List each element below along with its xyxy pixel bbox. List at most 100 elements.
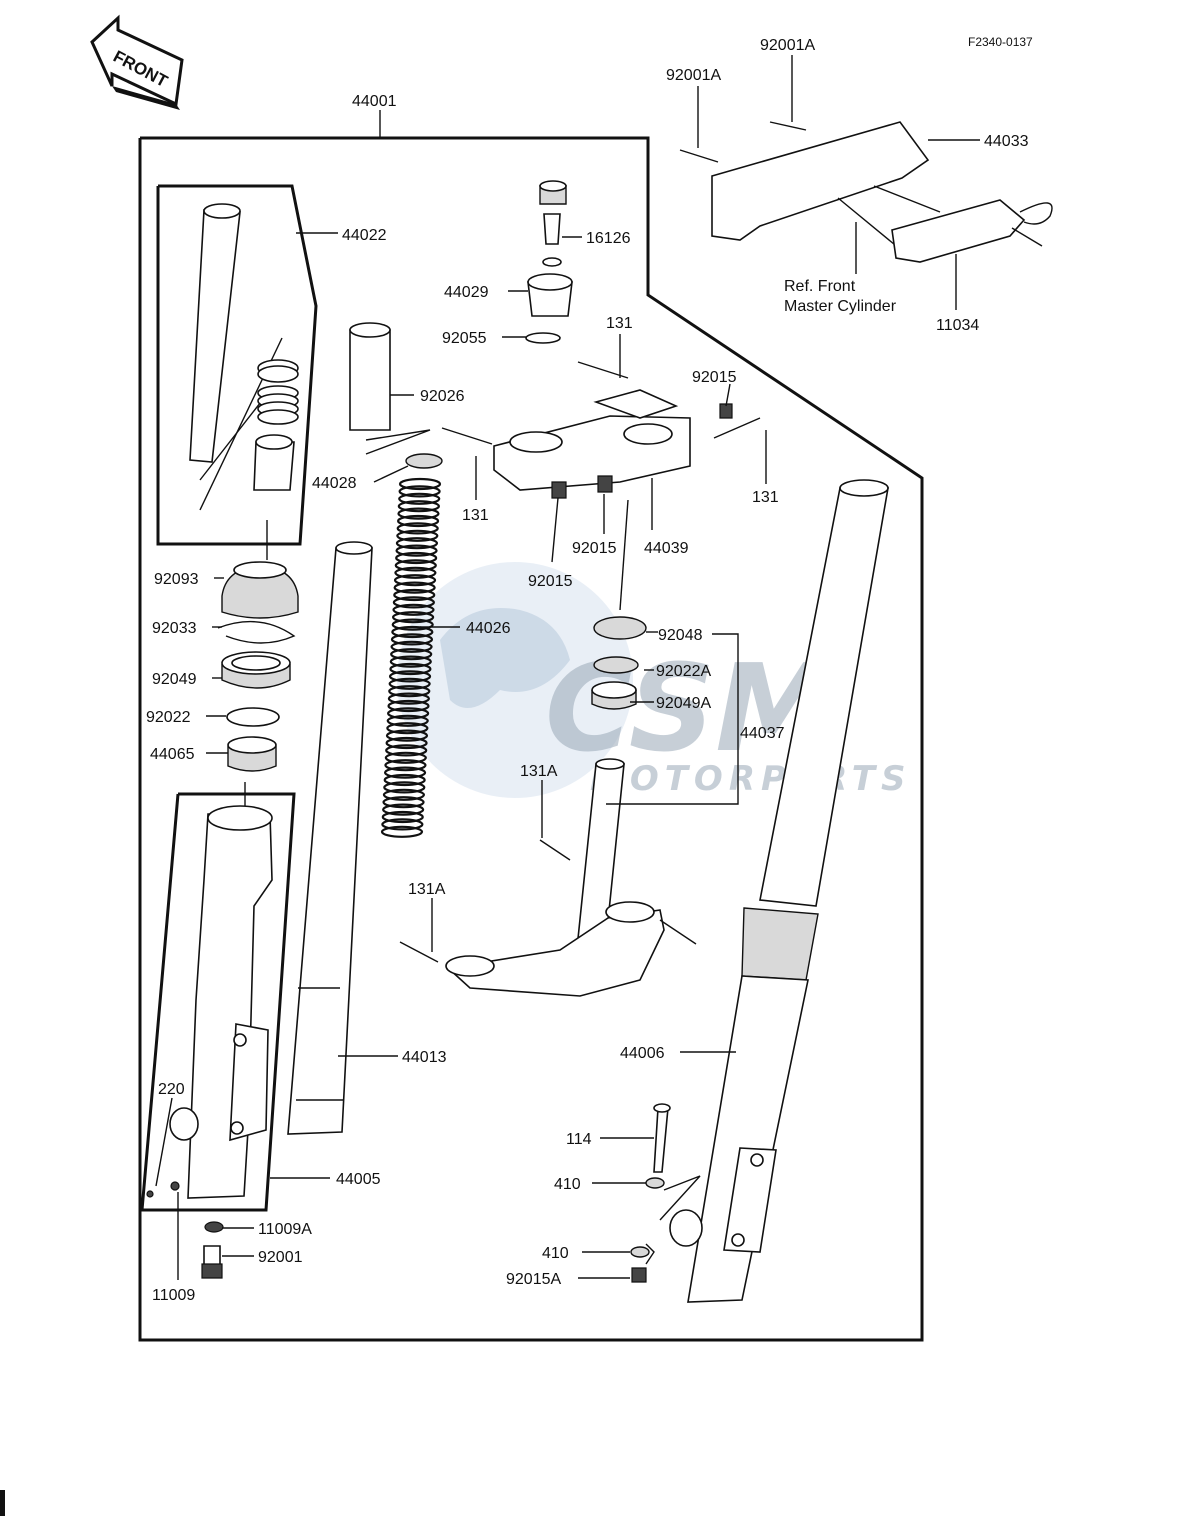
spring-coil: [398, 492, 441, 505]
spring-coil: [393, 581, 436, 594]
label-44022: 44022: [342, 227, 387, 244]
part-labels: 44001 92001A 92001A 44033 44022 16126 44…: [146, 37, 1029, 1304]
assembly-outline: [138, 136, 924, 1342]
label-220: 220: [158, 1081, 185, 1098]
inner-tube-subbox: [156, 184, 318, 546]
label-92049: 92049: [152, 671, 197, 688]
part-cap-assembly: [525, 180, 573, 344]
label-410-upper: 410: [554, 1176, 581, 1193]
watermark: CSM MOTORPARTS: [397, 562, 911, 799]
spring-coil: [384, 751, 427, 764]
spring-coil: [385, 744, 428, 757]
spring-coil: [382, 796, 425, 809]
spring-coil: [396, 514, 440, 528]
spring-coil: [398, 477, 442, 491]
label-92015-low: 92015: [528, 573, 573, 590]
spring-coil: [385, 729, 429, 742]
spring-coil: [383, 766, 427, 779]
spring-coil: [383, 773, 426, 787]
diagram-code: F2340-0137: [968, 35, 1033, 49]
part-rings-stack: [253, 359, 299, 491]
label-92026: 92026: [420, 388, 465, 405]
spring-coil: [392, 611, 435, 624]
part-44026: [380, 477, 442, 838]
spring-coil: [398, 485, 441, 498]
part-44039: [441, 361, 761, 499]
spring-coil: [392, 603, 435, 616]
spring-coil: [382, 788, 426, 801]
label-92022a: 92022A: [656, 663, 711, 680]
front-arrow-icon: FRONT: [90, 14, 184, 110]
spring-coil: [394, 559, 437, 572]
part-44028: [405, 453, 443, 469]
spring-coil: [386, 714, 429, 727]
label-131-left: 131: [462, 507, 489, 524]
spring-coil: [391, 618, 434, 631]
label-92055: 92055: [442, 330, 487, 347]
spring-coil: [380, 825, 424, 838]
spring-coil: [389, 655, 432, 668]
label-92049a: 92049A: [656, 695, 711, 712]
part-lower-bracket: [399, 758, 697, 997]
part-11034: [891, 199, 1053, 263]
spring-coil: [390, 648, 433, 661]
spring-coil: [389, 662, 432, 676]
spring-coil: [392, 596, 435, 609]
label-44001: 44001: [352, 93, 397, 110]
part-92022: [226, 707, 280, 727]
spring-coil: [394, 566, 437, 579]
label-131a-lower: 131A: [408, 881, 446, 898]
spring-coil: [390, 633, 434, 646]
part-44005: [146, 805, 273, 1199]
label-131a-upper: 131A: [520, 763, 558, 780]
label-131-right: 131: [752, 489, 779, 506]
spring-coil: [395, 551, 438, 565]
label-92022: 92022: [146, 709, 191, 726]
part-92033: [217, 620, 296, 644]
spring-coil: [390, 640, 433, 653]
spring-coil: [396, 529, 439, 542]
label-11009a: 11009A: [258, 1221, 312, 1238]
spring-coil: [395, 544, 438, 557]
spring-coil: [391, 625, 434, 639]
outer-tube-subbox: [140, 792, 296, 1212]
label-44026: 44026: [466, 620, 511, 637]
spring-coil: [385, 736, 428, 750]
label-92033: 92033: [152, 620, 197, 637]
spring-coil: [381, 810, 424, 824]
spring-coil: [384, 759, 427, 772]
spring-coil: [383, 781, 426, 794]
part-44037-seals: [591, 499, 647, 710]
label-131-top: 131: [606, 315, 633, 332]
spring-coil: [395, 537, 439, 550]
spring-coil: [387, 707, 430, 720]
watermark-brand: CSM: [545, 640, 835, 779]
label-16126: 16126: [586, 230, 631, 247]
spring-coil: [396, 522, 439, 535]
spring-coil: [393, 574, 437, 587]
spring-coil: [387, 699, 430, 713]
label-92093: 92093: [154, 571, 199, 588]
part-44065: [227, 736, 277, 772]
spring-coil: [387, 692, 430, 705]
label-114: 114: [566, 1131, 592, 1148]
label-92015-top: 92015: [692, 369, 737, 386]
part-92001-bolt: [201, 1221, 224, 1279]
spring-coil: [386, 722, 429, 735]
part-44006: [669, 479, 889, 1303]
reference-line1: Ref. Front: [784, 278, 856, 295]
label-44005: 44005: [336, 1171, 381, 1188]
watermark-sub: MOTORPARTS: [590, 759, 911, 799]
part-axle-clamp-hardware: [630, 1103, 671, 1283]
spring-coil: [397, 507, 440, 520]
spring-coil: [393, 588, 436, 602]
label-44033: 44033: [984, 133, 1029, 150]
label-92048: 92048: [658, 627, 703, 644]
label-11034: 11034: [936, 317, 979, 334]
spring-coil: [388, 685, 431, 698]
leader-lines: [155, 55, 980, 1280]
label-44029: 44029: [444, 284, 489, 301]
spring-coil: [388, 677, 431, 690]
spring-coil: [388, 670, 432, 683]
